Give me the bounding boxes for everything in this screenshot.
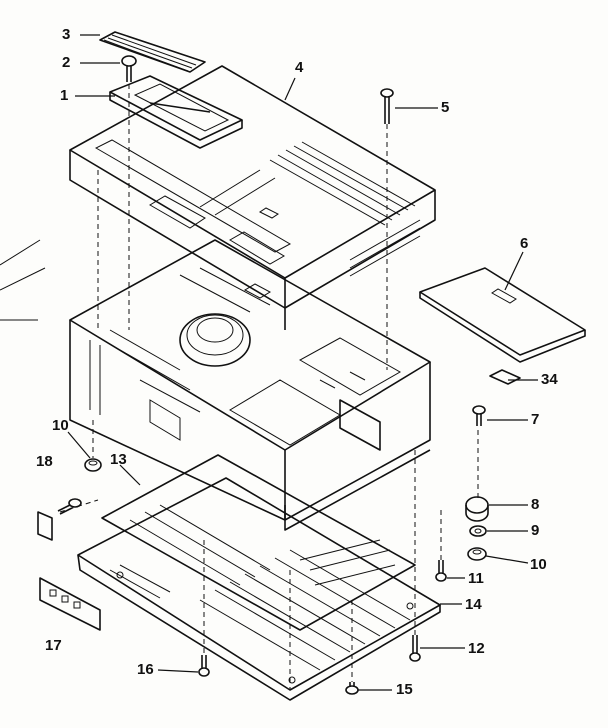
callout-12: 12 (468, 640, 485, 657)
callout-18: 18 (36, 453, 53, 470)
part-14-bottom-plate (77, 477, 441, 701)
callout-1: 1 (60, 87, 69, 104)
main-chassis (69, 239, 431, 531)
part-10-foot-left (84, 458, 102, 472)
part-16-screw (198, 655, 210, 677)
callout-13: 13 (110, 451, 127, 468)
callout-3: 3 (62, 26, 71, 43)
part-18-screw-bracket (37, 498, 82, 541)
callout-4: 4 (295, 59, 304, 76)
callout-17: 17 (45, 637, 62, 654)
callout-2: 2 (62, 54, 71, 71)
part-2-screw (121, 55, 137, 82)
callout-8: 8 (531, 496, 540, 513)
callout-34: 34 (541, 371, 558, 388)
part-11-screw (435, 560, 447, 582)
callout-10-right: 10 (530, 556, 547, 573)
part-4-top-cover (69, 65, 436, 330)
part-3-vent-strip (99, 31, 206, 73)
callout-7: 7 (531, 411, 540, 428)
callout-11: 11 (468, 570, 484, 587)
callout-16: 16 (137, 661, 154, 678)
callout-10-left: 10 (52, 417, 69, 434)
part-9-washer (469, 525, 487, 537)
part-6-side-lid (419, 267, 586, 363)
callout-14: 14 (465, 596, 482, 613)
part-34-clip (489, 369, 521, 385)
callout-leader-lines (67, 34, 538, 691)
callout-5: 5 (441, 99, 450, 116)
part-1-display-panel (109, 75, 243, 149)
callout-6: 6 (520, 235, 529, 252)
part-8-foot (465, 496, 489, 522)
part-13-circuit-board (101, 454, 416, 631)
callout-9: 9 (531, 522, 540, 539)
left-edge-marks (0, 239, 46, 321)
part-7-screw (472, 405, 486, 426)
part-5-screw (380, 88, 394, 124)
part-10-foot-right (467, 547, 487, 561)
part-12-screw (409, 635, 421, 662)
part-15-screw (345, 682, 359, 695)
part-17-jack-panel (39, 577, 101, 631)
callout-15: 15 (396, 681, 413, 698)
assembly-guide-lines (59, 84, 479, 690)
